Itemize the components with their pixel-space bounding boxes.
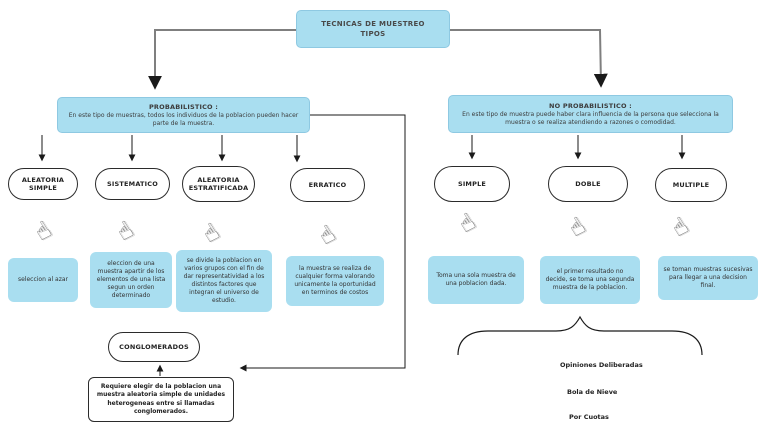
hand-cursor-icon[interactable]: ☝: [453, 207, 481, 239]
hand-cursor-icon[interactable]: ☝: [563, 211, 591, 243]
node-conglomerados[interactable]: CONGLOMERADOS: [108, 332, 200, 362]
label-por-cuotas: Por Cuotas: [569, 413, 609, 421]
hand-cursor-icon[interactable]: ☝: [666, 211, 694, 243]
connector-root-to-no-probabilistico: [450, 29, 608, 88]
hand-cursor-icon[interactable]: ☝: [29, 215, 57, 247]
desc-simple[interactable]: Toma una sola muestra de una poblacion d…: [428, 256, 524, 304]
node-aleatoria-estratificada[interactable]: ALEATORIA ESTRATIFICADA: [182, 166, 255, 202]
desc-sistematico[interactable]: eleccion de una muestra apartir de los e…: [90, 252, 172, 308]
probabilistico-title: PROBABILISTICO :: [148, 102, 219, 111]
node-no-probabilistico[interactable]: NO PROBABILISTICO : En este tipo de mues…: [448, 95, 733, 133]
desc-erratico[interactable]: la muestra se realiza de cualquier forma…: [286, 256, 384, 306]
desc-multiple[interactable]: se toman muestras sucesivas para llegar …: [658, 256, 758, 300]
desc-doble[interactable]: el primer resultado no decide, se toma u…: [540, 256, 640, 304]
note-conglomerados[interactable]: Requiere elegir de la poblacion una mues…: [88, 377, 234, 422]
label-bola-de-nieve: Bola de Nieve: [567, 388, 618, 396]
desc-aleatoria-simple[interactable]: seleccion al azar: [8, 258, 78, 302]
node-erratico[interactable]: ERRATICO: [290, 168, 365, 202]
curly-brace: [457, 315, 703, 356]
node-simple[interactable]: SIMPLE: [434, 166, 510, 202]
node-multiple[interactable]: MULTIPLE: [655, 168, 727, 202]
node-probabilistico[interactable]: PROBABILISTICO : En este tipo de muestra…: [57, 97, 310, 133]
node-sistematico[interactable]: SISTEMATICO: [95, 168, 170, 200]
label-opiniones-deliberadas: Opiniones Deliberadas: [560, 361, 643, 369]
node-tecnicas-de-muestreo[interactable]: TECNICAS DE MUESTREO TIPOS: [296, 10, 450, 48]
desc-aleatoria-estratificada[interactable]: se divide la poblacion en varios grupos …: [176, 250, 272, 312]
hand-cursor-icon[interactable]: ☝: [111, 215, 139, 247]
connector-root-to-probabilistico: [148, 29, 296, 90]
hand-cursor-icon[interactable]: ☝: [197, 217, 225, 249]
no-probabilistico-title: NO PROBABILISTICO :: [549, 101, 632, 110]
node-doble[interactable]: DOBLE: [548, 166, 628, 202]
node-aleatoria-simple[interactable]: ALEATORIA SIMPLE: [8, 168, 78, 200]
probabilistico-description: En este tipo de muestras, todos los indi…: [68, 111, 299, 127]
no-probabilistico-description: En este tipo de muestra puede haber clar…: [462, 110, 719, 126]
hand-cursor-icon[interactable]: ☝: [313, 219, 341, 251]
